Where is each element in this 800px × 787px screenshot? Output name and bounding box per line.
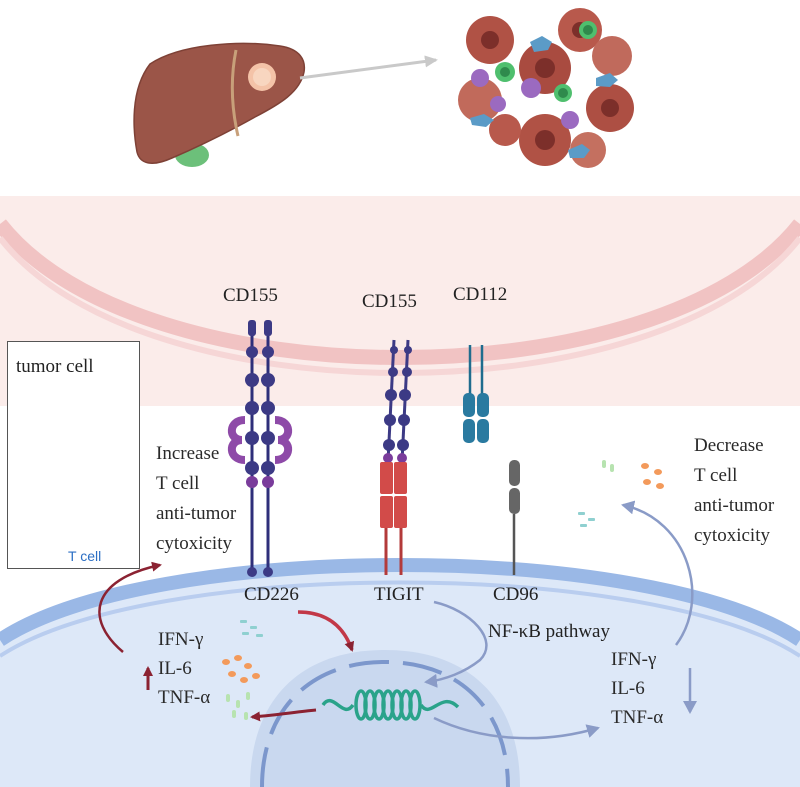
label-cd96: CD96 [493, 584, 539, 605]
left-effect-line-1: Increase [156, 443, 220, 464]
label-tigit: TIGIT [374, 584, 424, 605]
inset-box [7, 341, 140, 569]
cytokine-left-2: IL-6 [158, 658, 192, 679]
cytokine-right-2: IL-6 [611, 678, 645, 699]
cd112-receptor [463, 345, 489, 443]
right-effect-line-3: anti-tumor [694, 495, 775, 516]
cd155-tigit-complex [380, 339, 412, 575]
cytokines-left-icons [222, 620, 263, 720]
cytokines-right-icons [578, 460, 664, 527]
label-nfkb-pathway: NF-κB pathway [488, 621, 610, 642]
cytokine-left-1: IFN-γ [158, 629, 204, 650]
cytokine-right-1: IFN-γ [611, 649, 657, 670]
left-effect-line-3: anti-tumor [156, 503, 237, 524]
left-effect-text: Increase T cell anti-tumor cytoxicity [156, 439, 236, 559]
inset-t-cell-label: T cell [68, 548, 102, 564]
dna-coil [321, 689, 460, 721]
liver-illustration [133, 42, 438, 167]
cd96-receptor [509, 460, 520, 575]
right-effect-line-2: T cell [694, 465, 738, 486]
right-effect-text: Decrease T cell anti-tumor cytoxicity [694, 431, 774, 551]
inset-tumor-cell-label: tumor cell [16, 356, 94, 377]
label-cd226: CD226 [244, 584, 299, 605]
left-effect-line-2: T cell [156, 473, 200, 494]
label-cd155-left: CD155 [223, 285, 278, 306]
cytokines-right-list: IFN-γ IL-6 TNF-α [611, 645, 663, 732]
tumor-microenvironment [458, 8, 634, 168]
right-effect-line-1: Decrease [694, 435, 764, 456]
label-cd155-right: CD155 [362, 291, 417, 312]
cytokine-right-3: TNF-α [611, 707, 664, 728]
right-effect-line-4: cytoxicity [694, 525, 770, 546]
left-effect-line-4: cytoxicity [156, 533, 232, 554]
cytokines-left-list: IFN-γ IL-6 TNF-α [158, 625, 210, 712]
inhibition-arrows [424, 500, 697, 740]
label-cd112: CD112 [453, 284, 508, 305]
activation-arrows [98, 561, 355, 722]
cd155-cd226-complex [227, 320, 293, 577]
cytokine-left-3: TNF-α [158, 687, 211, 708]
